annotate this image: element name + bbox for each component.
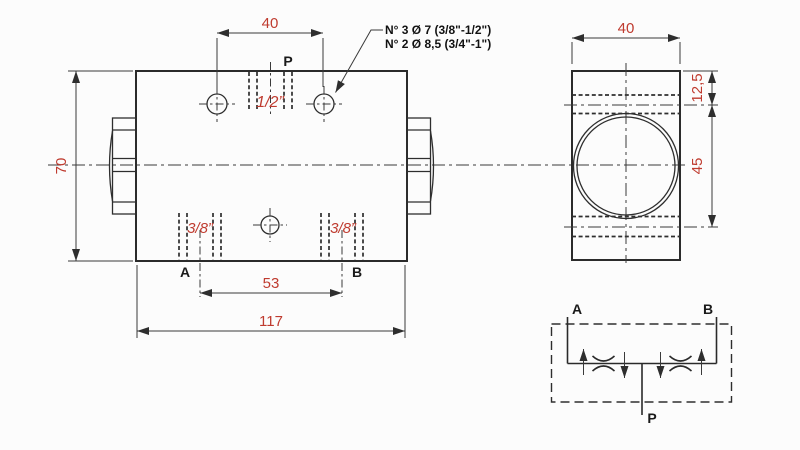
schematic-port-p: P (647, 410, 656, 426)
hole-annotation: N° 3 Ø 7 (3/8"-1/2") N° 2 Ø 8,5 (3/4"-1"… (335, 23, 491, 93)
port-a-size: 3/8” (187, 220, 214, 237)
bore-circle-outer (572, 112, 680, 220)
port-b-size: 3/8” (330, 220, 357, 237)
svg-text:12,5: 12,5 (689, 73, 706, 102)
port-a (178, 213, 222, 297)
front-view: P A B 1/2” 3/8” 3/8” 40 70 53 (48, 15, 686, 338)
left-fitting (108, 117, 137, 215)
dim-top-hole-spacing: 40 (216, 15, 324, 87)
right-fitting (406, 117, 435, 215)
top-hole-left (199, 86, 235, 122)
top-hole-right (306, 86, 342, 122)
svg-text:117: 117 (259, 313, 283, 330)
dim-top-port-offset: 12,5 (683, 70, 718, 105)
svg-text:53: 53 (263, 275, 280, 292)
orifice-symbol-left (591, 355, 616, 372)
schematic-port-b: B (703, 301, 713, 317)
dim-total-height: 70 (53, 70, 133, 262)
bore-circle-inner (576, 116, 676, 216)
port-a-label: A (180, 264, 190, 280)
orifice-symbol-right (668, 355, 693, 372)
annotation-line1: N° 3 Ø 7 (3/8"-1/2") (385, 23, 491, 37)
port-p-label: P (283, 53, 292, 69)
svg-text:45: 45 (689, 158, 706, 175)
dim-total-width: 117 (136, 265, 406, 338)
dim-port-spacing-side: 45 (689, 105, 716, 227)
svg-text:40: 40 (262, 15, 279, 32)
svg-text:40: 40 (618, 20, 635, 37)
svg-text:70: 70 (53, 158, 70, 175)
dim-side-width: 40 (571, 20, 681, 64)
port-b-label: B (352, 264, 362, 280)
bottom-center-hole (253, 208, 287, 242)
port-p-size: 1/2” (256, 94, 284, 111)
side-view: 40 12,5 45 (564, 20, 718, 263)
schematic-port-a: A (572, 301, 582, 317)
flow-divider-schematic: A B P (550, 301, 733, 426)
annotation-line2: N° 2 Ø 8,5 (3/4"-1") (385, 37, 491, 51)
dim-bottom-port-spacing: 53 (200, 275, 342, 297)
port-b (320, 213, 364, 297)
schematic-enclosure (550, 323, 733, 403)
